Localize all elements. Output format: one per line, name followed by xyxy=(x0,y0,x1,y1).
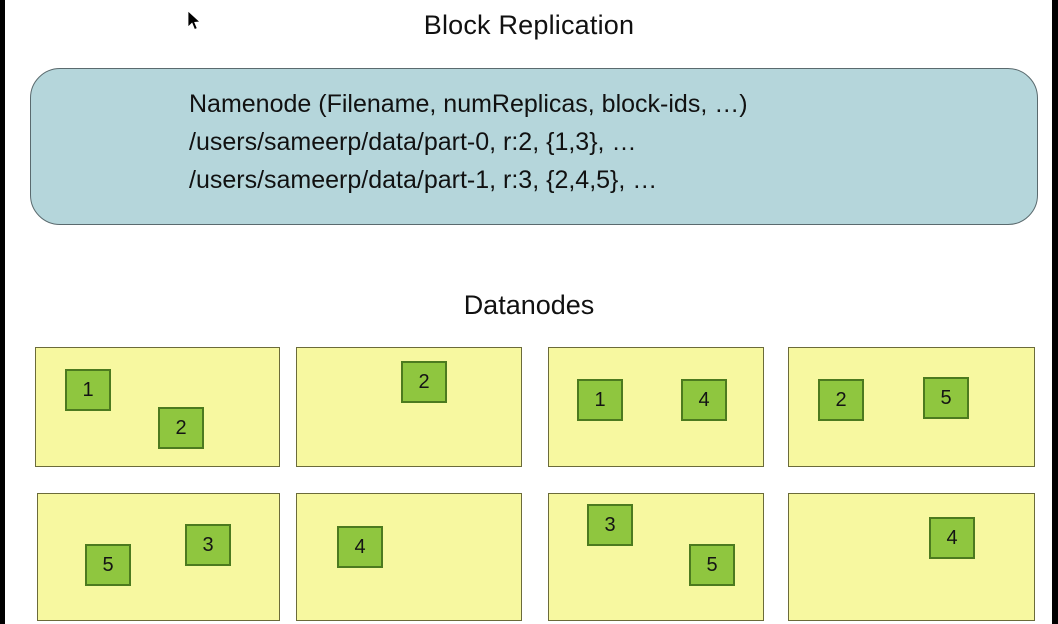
block: 5 xyxy=(923,377,969,419)
block: 4 xyxy=(681,379,727,421)
datanode: 2 5 xyxy=(788,347,1035,467)
block: 4 xyxy=(337,526,383,568)
block: 5 xyxy=(689,544,735,586)
datanodes-label: Datanodes xyxy=(463,290,595,320)
block: 1 xyxy=(577,379,623,421)
block: 2 xyxy=(158,407,204,449)
datanode: 1 2 xyxy=(35,347,280,467)
mouse-pointer-icon xyxy=(187,10,201,31)
block: 5 xyxy=(85,544,131,586)
block: 4 xyxy=(929,517,975,559)
datanode: 3 5 xyxy=(548,493,764,621)
datanode: 2 xyxy=(296,347,522,467)
datanode: 4 xyxy=(788,493,1035,621)
namenode-file-line: /users/sameerp/data/part-0, r:2, {1,3}, … xyxy=(189,128,637,156)
block: 2 xyxy=(818,379,864,421)
namenode-text: Namenode (Filename, numReplicas, block-i… xyxy=(189,85,748,199)
block: 1 xyxy=(65,369,111,411)
namenode-file-line: /users/sameerp/data/part-1, r:3, {2,4,5}… xyxy=(189,166,658,194)
screen-edge-left xyxy=(0,0,5,624)
block: 2 xyxy=(401,361,447,403)
datanode: 4 xyxy=(296,493,522,621)
datanode: 1 4 xyxy=(548,347,764,467)
screen-edge-right xyxy=(1052,0,1058,624)
block: 3 xyxy=(185,524,231,566)
block: 3 xyxy=(587,504,633,546)
namenode-box: Namenode (Filename, numReplicas, block-i… xyxy=(30,68,1038,225)
page-title: Block Replication xyxy=(423,10,635,40)
datanode: 5 3 xyxy=(37,493,280,621)
namenode-header-line: Namenode (Filename, numReplicas, block-i… xyxy=(189,90,748,118)
